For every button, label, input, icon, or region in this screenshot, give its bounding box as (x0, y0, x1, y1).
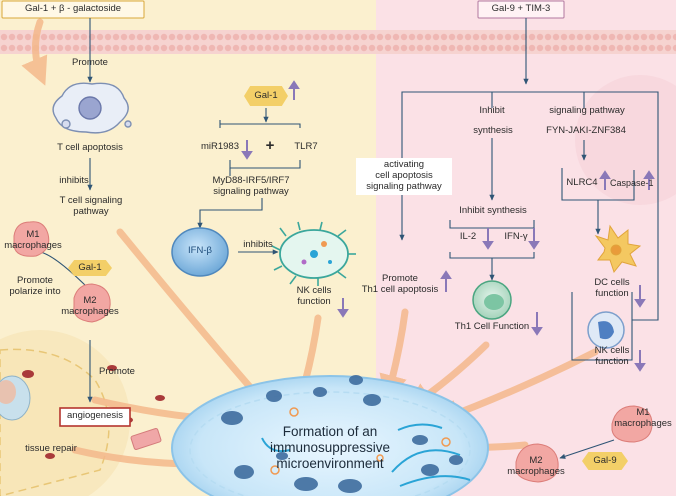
inhibit-label: Inhibit (479, 105, 505, 116)
nucleus-left-bottom (0, 375, 31, 421)
ifn-beta-label: IFN-β (188, 245, 212, 256)
nk-cell-right (587, 311, 625, 349)
m1-macrophage-right (611, 405, 653, 443)
synthesis-label: synthesis (473, 125, 513, 136)
top-left-label: Gal-1 + β - galactoside (24, 3, 122, 14)
top-right-label: Gal-9 + TIM-3 (491, 3, 551, 14)
central-cell-inner (189, 391, 471, 496)
pill-pack (130, 428, 162, 450)
central-cell-fibers (261, 423, 471, 487)
apoptotic-t-cell (52, 82, 132, 134)
il2-label: IL-2 (459, 231, 477, 242)
angiogenesis-box (59, 407, 131, 427)
connectors (39, 18, 659, 403)
m2-macrophage-left (73, 283, 111, 323)
bg-blob (575, 75, 676, 205)
central-cell-dots (270, 407, 451, 475)
t-cell-apoptosis-label: T cell apoptosis (57, 142, 123, 153)
ifn-gamma-label: IFN-γ (504, 231, 528, 242)
m2-macrophage-right (515, 443, 559, 483)
th1-cell (472, 280, 512, 320)
inhibit-synthesis-label: Inhibit synthesis (459, 205, 527, 216)
m1-to-m2-arrow (559, 439, 615, 459)
inhibits-label-1: inhibits (59, 175, 89, 186)
central-cell-nuclei (221, 375, 463, 493)
promote-label-2: Promote (99, 366, 135, 377)
tlr7-label: TLR7 (294, 141, 318, 152)
angiogenesis-label: angiogenesis (67, 410, 123, 421)
inhibits-label-middle: inhibits (243, 239, 273, 250)
ifn-beta-cell (171, 227, 229, 277)
signaling-pathway-label: signaling pathway (549, 105, 625, 116)
gal1-badge-middle: Gal-1 (244, 86, 288, 106)
gal9-badge: Gal-9 (582, 452, 628, 470)
central-cell (171, 375, 489, 496)
th1-function-label: Th1 Cell Function (454, 321, 530, 332)
top-left-label-box (1, 0, 145, 19)
mir1983-label: miR1983 (200, 141, 240, 152)
nlrc4-label: NLRC4 (566, 177, 598, 188)
fyn-label: FYN-JAKI-ZNF384 (546, 125, 626, 136)
promote-label-1: Promote (72, 57, 108, 68)
m1-macrophage-left (13, 221, 50, 257)
dc-cell (594, 224, 642, 274)
gal1-badge-left: Gal-1 (68, 260, 112, 276)
top-right-label-box (477, 0, 565, 19)
nk-cell-middle (271, 221, 356, 286)
updown-arrows (200, 80, 655, 372)
caspase-label: Caspase-1 (610, 178, 654, 188)
tissue-repair-label: tissue repair (25, 443, 77, 454)
flow-arrow-apoptosis (21, 18, 48, 86)
plus-sign: + (265, 137, 275, 154)
